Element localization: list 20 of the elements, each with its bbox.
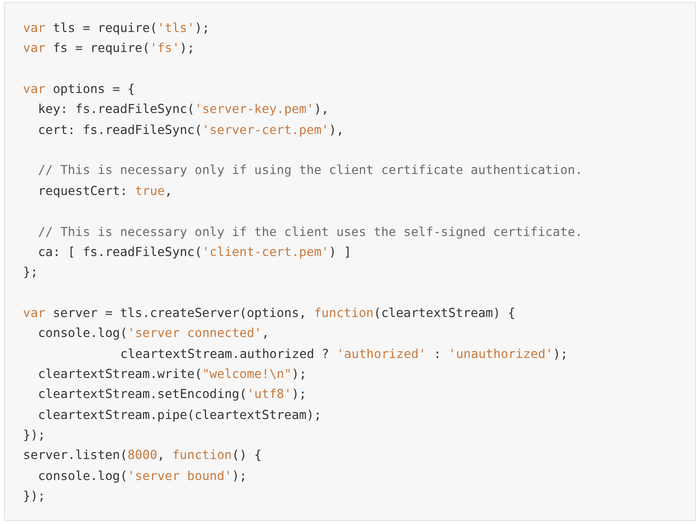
code-line: console.log('server bound'); xyxy=(38,468,247,484)
code-line: cleartextStream.pipe(cleartextStream); xyxy=(38,406,322,423)
code-line: cleartextStream.authorized ? 'authorized' : 'unauthorized'); xyxy=(120,346,568,362)
code-line: var fs = require('fs'); xyxy=(23,40,195,56)
code-line: server.listen(8000, function() { xyxy=(23,447,262,464)
code-line: requestCert: true, xyxy=(38,182,172,199)
code-line: // This is necessary only if using the client certificate authentication. xyxy=(38,162,583,178)
code-line: ca: [ fs.readFileSync('client-cert.pem') ] xyxy=(38,244,352,260)
code-line: var tls = require('tls'); xyxy=(23,20,210,36)
code-line: cert: fs.readFileSync('server-cert.pem'), xyxy=(38,122,344,138)
code-line: cleartextStream.write("welcome!\n"); xyxy=(38,366,307,382)
code-line: }; xyxy=(23,264,38,280)
code-line: }); xyxy=(23,427,46,443)
code-line: var server = tls.createServer(options, function(cleartextStream) { xyxy=(23,304,516,321)
code-line: // This is necessary only if the client uses the self-signed certificate. xyxy=(38,224,583,240)
code-line: cleartextStream.setEncoding('utf8'); xyxy=(38,386,307,402)
code-line: }); xyxy=(23,488,46,504)
code-line: key: fs.readFileSync('server-key.pem'), xyxy=(38,101,329,118)
code-line: var options = { xyxy=(23,81,135,98)
code-line: console.log('server connected', xyxy=(38,325,270,342)
